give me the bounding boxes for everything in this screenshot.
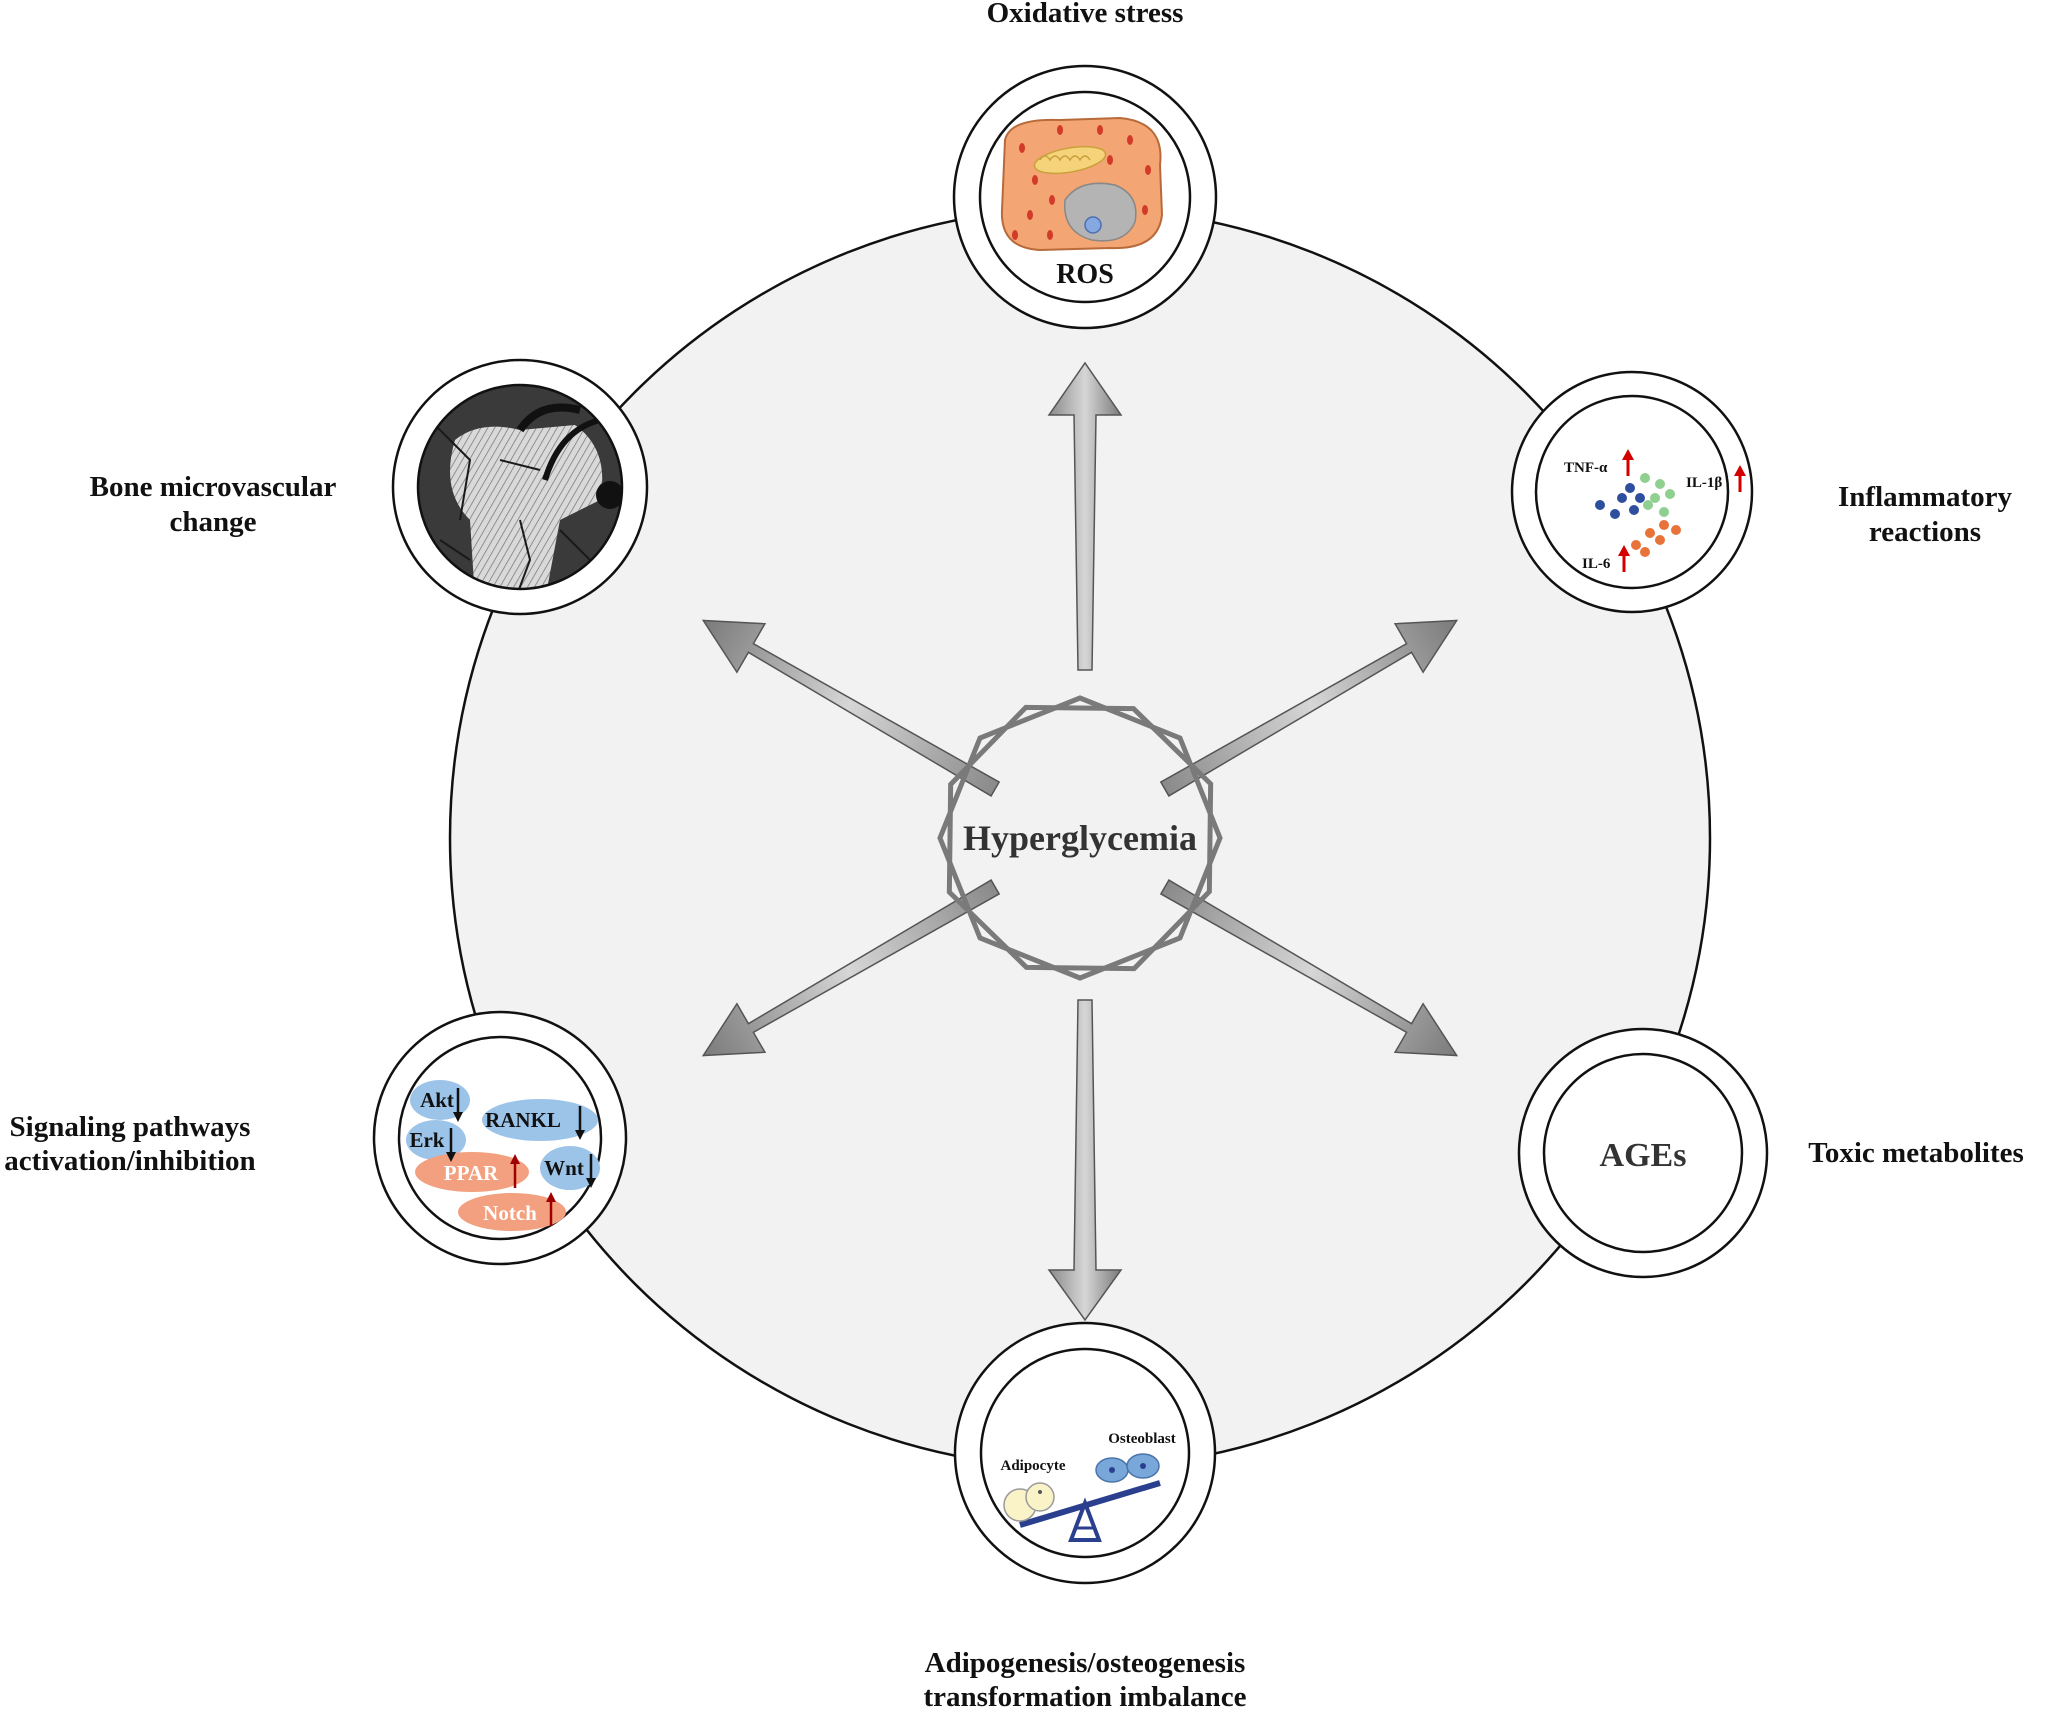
node-inflammatory: TNF-α IL-1β IL-6 [1510, 370, 1754, 614]
oxidative-stress-title: Oxidative stress [987, 0, 1184, 29]
node-bone-microvascular [391, 358, 649, 616]
inflammatory-title-2: reactions [1869, 516, 1981, 548]
signaling-title-2: activation/inhibition [4, 1145, 255, 1177]
osteoblast-label: Osteoblast [1108, 1431, 1176, 1447]
pathway-akt: Akt [420, 1088, 454, 1112]
signaling-icon: Akt RANKL Erk Wnt PPAR Notch [406, 1080, 600, 1231]
node-toxic-metabolites: AGEs [1517, 1027, 1769, 1279]
inflammatory-title-1: Inflammatory [1838, 481, 2012, 513]
arrows [701, 361, 1459, 1322]
cytokine-il6: IL-6 [1582, 556, 1611, 572]
pathway-erk: Erk [409, 1128, 444, 1152]
ros-label: ROS [1056, 259, 1114, 290]
ages-label: AGEs [1600, 1137, 1687, 1174]
cytokine-icon: TNF-α IL-1β IL-6 [1564, 449, 1746, 572]
node-signaling: Akt RANKL Erk Wnt PPAR Notch [372, 1010, 628, 1266]
arrow-to-inflammatory [1159, 619, 1459, 797]
node-oxidative-stress: ROS [952, 64, 1218, 330]
toxic-metabolites-title: Toxic metabolites [1808, 1137, 2024, 1169]
adipocyte-label: Adipocyte [1001, 1458, 1066, 1474]
cell-ros-icon [1000, 116, 1164, 252]
arrow-to-adipogenesis [1047, 999, 1123, 1322]
pathway-rankl: RANKL [485, 1108, 561, 1132]
pathway-notch: Notch [483, 1201, 537, 1225]
center-label: Hyperglycemia [963, 818, 1197, 858]
arrow-to-bone-microvascular [701, 619, 1001, 797]
arrow-to-toxic-metabolites [1159, 879, 1459, 1057]
cytokine-tnf: TNF-α [1564, 460, 1608, 476]
cytokine-il1b: IL-1β [1686, 475, 1722, 491]
center-star-icon [937, 695, 1223, 981]
pathway-wnt: Wnt [544, 1156, 584, 1180]
arrow-to-oxidative-stress [1047, 361, 1123, 671]
bone-microvascular-title-2: change [170, 506, 257, 538]
bone-vessel-icon [418, 385, 622, 589]
pathway-ppar: PPAR [444, 1161, 499, 1185]
arrow-to-signaling [701, 879, 1001, 1057]
seesaw-icon: Adipocyte Osteoblast [1001, 1431, 1176, 1542]
bone-microvascular-title-1: Bone microvascular [90, 471, 337, 503]
signaling-title-1: Signaling pathways [10, 1111, 251, 1143]
node-adipogenesis: Adipocyte Osteoblast [953, 1321, 1217, 1585]
adipogenesis-title-2: transformation imbalance [924, 1681, 1247, 1712]
adipogenesis-title-1: Adipogenesis/osteogenesis [925, 1647, 1246, 1679]
